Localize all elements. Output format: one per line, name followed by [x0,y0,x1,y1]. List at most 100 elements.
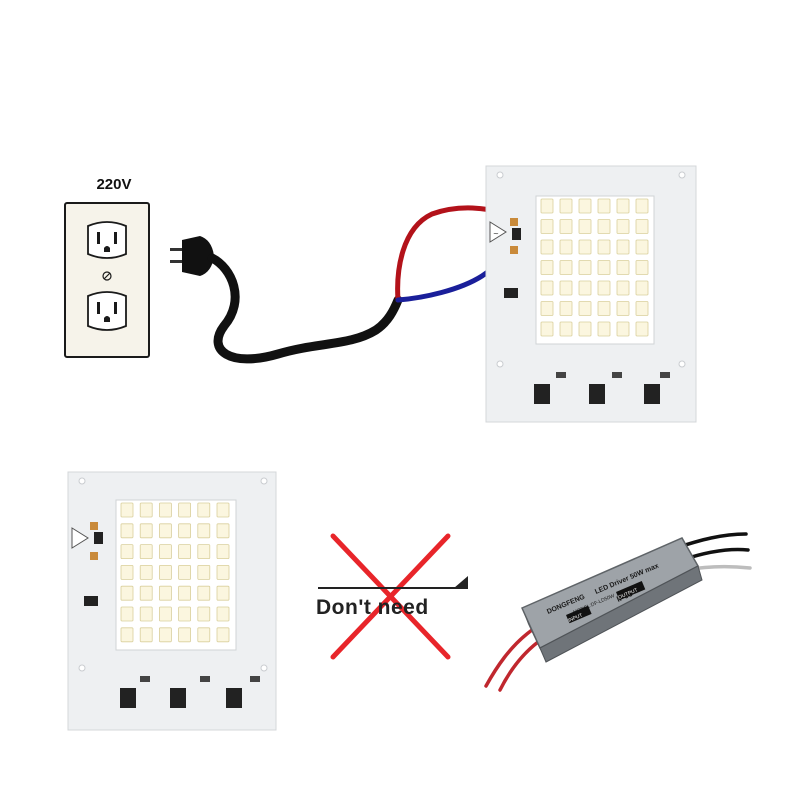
rectifier-warning-icon: ~ [489,221,507,243]
led-chip [578,260,592,275]
led-chip [635,219,649,234]
led-chip [120,627,134,643]
led-chip [216,627,230,643]
regulator-chip [504,288,518,298]
regulator-chip [84,596,98,606]
outlet-screw [102,271,112,281]
led-chip [616,198,630,214]
led-chip [616,219,630,234]
dont-need-cross-mark [330,533,451,660]
led-chip [139,627,153,643]
led-array-top [540,198,649,337]
led-chip [216,606,230,622]
led-chip [597,260,611,275]
led-chip [540,260,554,275]
led-chip [178,544,192,559]
led-chip [158,523,172,539]
input-solder-pad-live [510,218,518,226]
led-chip [597,301,611,316]
led-chip [616,239,630,255]
svg-text:INPUT: INPUT [567,612,583,623]
voltage-label: 220V [96,176,132,193]
led-chip [578,198,592,214]
led-chip [597,239,611,255]
led-chip [597,280,611,296]
led-chip [120,523,134,539]
led-chip [216,523,230,539]
led-chip [178,523,192,539]
input-solder-pad-live [90,522,98,530]
led-chip [635,321,649,337]
led-chip [120,606,134,622]
led-chip [197,502,211,518]
led-chip [120,544,134,559]
led-chip [139,523,153,539]
led-chip [578,280,592,296]
led-chip [597,219,611,234]
arrow-line [318,576,468,589]
led-chip [616,301,630,316]
led-chip [197,544,211,559]
led-chip [540,239,554,255]
led-chip [139,606,153,622]
connected-led-panel: ~ [485,165,697,423]
led-chip [540,198,554,214]
led-chip [178,585,192,601]
led-chip [597,321,611,337]
driver-input-wires [484,628,540,692]
led-array-bottom [120,502,230,643]
led-chip [216,565,230,580]
led-chip [197,627,211,643]
led-chip [559,321,573,337]
led-chip [578,219,592,234]
led-chip [158,606,172,622]
wall-outlet [64,202,150,358]
led-chip [139,565,153,580]
led-chip [158,565,172,580]
led-chip [139,502,153,518]
led-chip [158,544,172,559]
led-chip [197,523,211,539]
led-chip [635,260,649,275]
led-chip [158,585,172,601]
svg-text:~: ~ [493,230,499,238]
led-chip [635,301,649,316]
driver-ic-row [534,372,670,404]
led-chip [635,239,649,255]
led-chip [559,301,573,316]
led-chip [197,606,211,622]
led-chip [635,280,649,296]
led-chip [540,280,554,296]
live-wire [395,205,513,303]
led-chip [178,627,192,643]
bridge-chip [512,228,521,240]
led-chip [578,301,592,316]
led-driver-box: DONGFENG LED Driver 50W max MODEL:DF-LD5… [484,532,752,692]
led-chip [559,280,573,296]
rectifier-warning-icon [71,527,89,549]
led-chip [120,502,134,518]
dont-need-label: Don't need [316,596,429,619]
led-chip [540,321,554,337]
led-chip [178,502,192,518]
led-chip [216,585,230,601]
led-chip [616,260,630,275]
led-chip [559,239,573,255]
led-chip [197,585,211,601]
led-chip [178,606,192,622]
power-plug [170,236,214,276]
driver-ic-row [120,676,260,708]
led-chip [540,301,554,316]
led-chip [559,219,573,234]
led-chip [216,544,230,559]
input-solder-pad-neutral [90,552,98,560]
power-cable [207,253,403,364]
led-chip [597,198,611,214]
led-chip [616,280,630,296]
led-chip [139,544,153,559]
led-chip [216,502,230,518]
led-chip [616,321,630,337]
bridge-chip [94,532,103,544]
driver-input-label: INPUT [566,605,592,624]
